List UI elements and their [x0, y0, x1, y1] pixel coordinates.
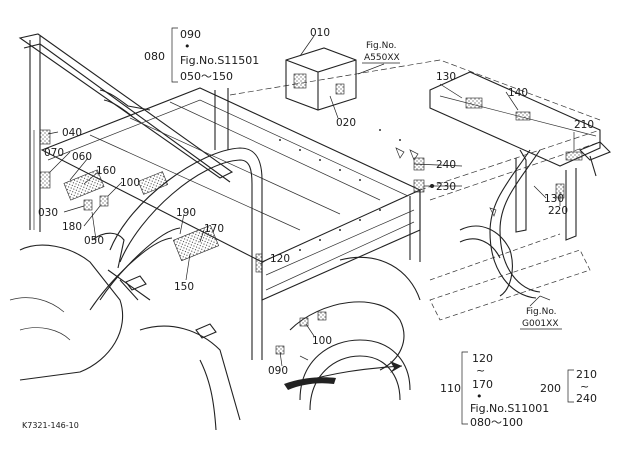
group-080: 080 090 • Fig.No.S11501 050～150: [144, 28, 259, 83]
part-label-210: 210: [574, 119, 594, 131]
part-label-220: 220: [548, 205, 568, 217]
part-label-100a: 100: [120, 177, 140, 189]
group-110-dot: •: [476, 390, 483, 403]
part-label-070: 070: [44, 147, 64, 159]
group-110-range: 080～100: [470, 416, 523, 429]
part-label-170: 170: [204, 223, 224, 235]
group-080-ref: Fig.No.S11501: [180, 54, 259, 67]
figref-g001xx: Fig.No. G001XX: [520, 307, 562, 330]
group-080-top: 090: [180, 28, 201, 41]
group-200-tilde: ~: [580, 380, 589, 393]
group-110-bottom: 170: [472, 378, 493, 391]
group-110-tilde: ~: [476, 364, 485, 377]
group-080-label: 080: [144, 50, 165, 63]
figref-g001xx-code: G001XX: [522, 319, 558, 329]
figref-a550xx-title: Fig.No.: [366, 41, 397, 51]
part-label-240: 240: [436, 159, 456, 171]
part-label-050: 050: [84, 235, 104, 247]
part-labels: 010 020 030 040 050 060 070 090 100 100 …: [38, 27, 594, 377]
part-label-160: 160: [96, 165, 116, 177]
group-200-label: 200: [540, 382, 561, 395]
vehicle-line-art: [9, 33, 611, 431]
part-label-100b: 100: [312, 335, 332, 347]
group-080-dot: •: [184, 40, 191, 53]
part-label-040: 040: [62, 127, 82, 139]
part-label-010: 010: [310, 27, 330, 39]
group-brackets: [171, 27, 574, 425]
part-label-020: 020: [336, 117, 356, 129]
group-110-top: 120: [472, 352, 493, 365]
drawing-code: K7321-146-10: [22, 421, 79, 430]
part-label-140: 140: [508, 87, 528, 99]
figref-g001xx-title: Fig.No.: [526, 307, 557, 317]
group-110: 110 120 ~ 170 • Fig.No.S11001 080～100: [440, 352, 549, 429]
part-label-090: 090: [268, 365, 288, 377]
group-200: 200 210 ~ 240: [540, 368, 597, 405]
part-label-030: 030: [38, 207, 58, 219]
part-label-150: 150: [174, 281, 194, 293]
part-label-060: 060: [72, 151, 92, 163]
part-label-230: 230: [436, 181, 456, 193]
group-200-bottom: 240: [576, 392, 597, 405]
part-label-130a: 130: [436, 71, 456, 83]
group-200-top: 210: [576, 368, 597, 381]
part-label-180: 180: [62, 221, 82, 233]
group-110-ref: Fig.No.S11001: [470, 402, 549, 415]
part-label-130b: 130: [544, 193, 564, 205]
leader-lines: [47, 35, 575, 367]
part-label-190: 190: [176, 207, 196, 219]
group-080-range: 050～150: [180, 70, 233, 83]
part-label-120: 120: [270, 253, 290, 265]
group-110-label: 110: [440, 382, 461, 395]
figref-a550xx: Fig.No. A550XX: [362, 41, 400, 64]
figref-a550xx-code: A550XX: [364, 53, 400, 63]
